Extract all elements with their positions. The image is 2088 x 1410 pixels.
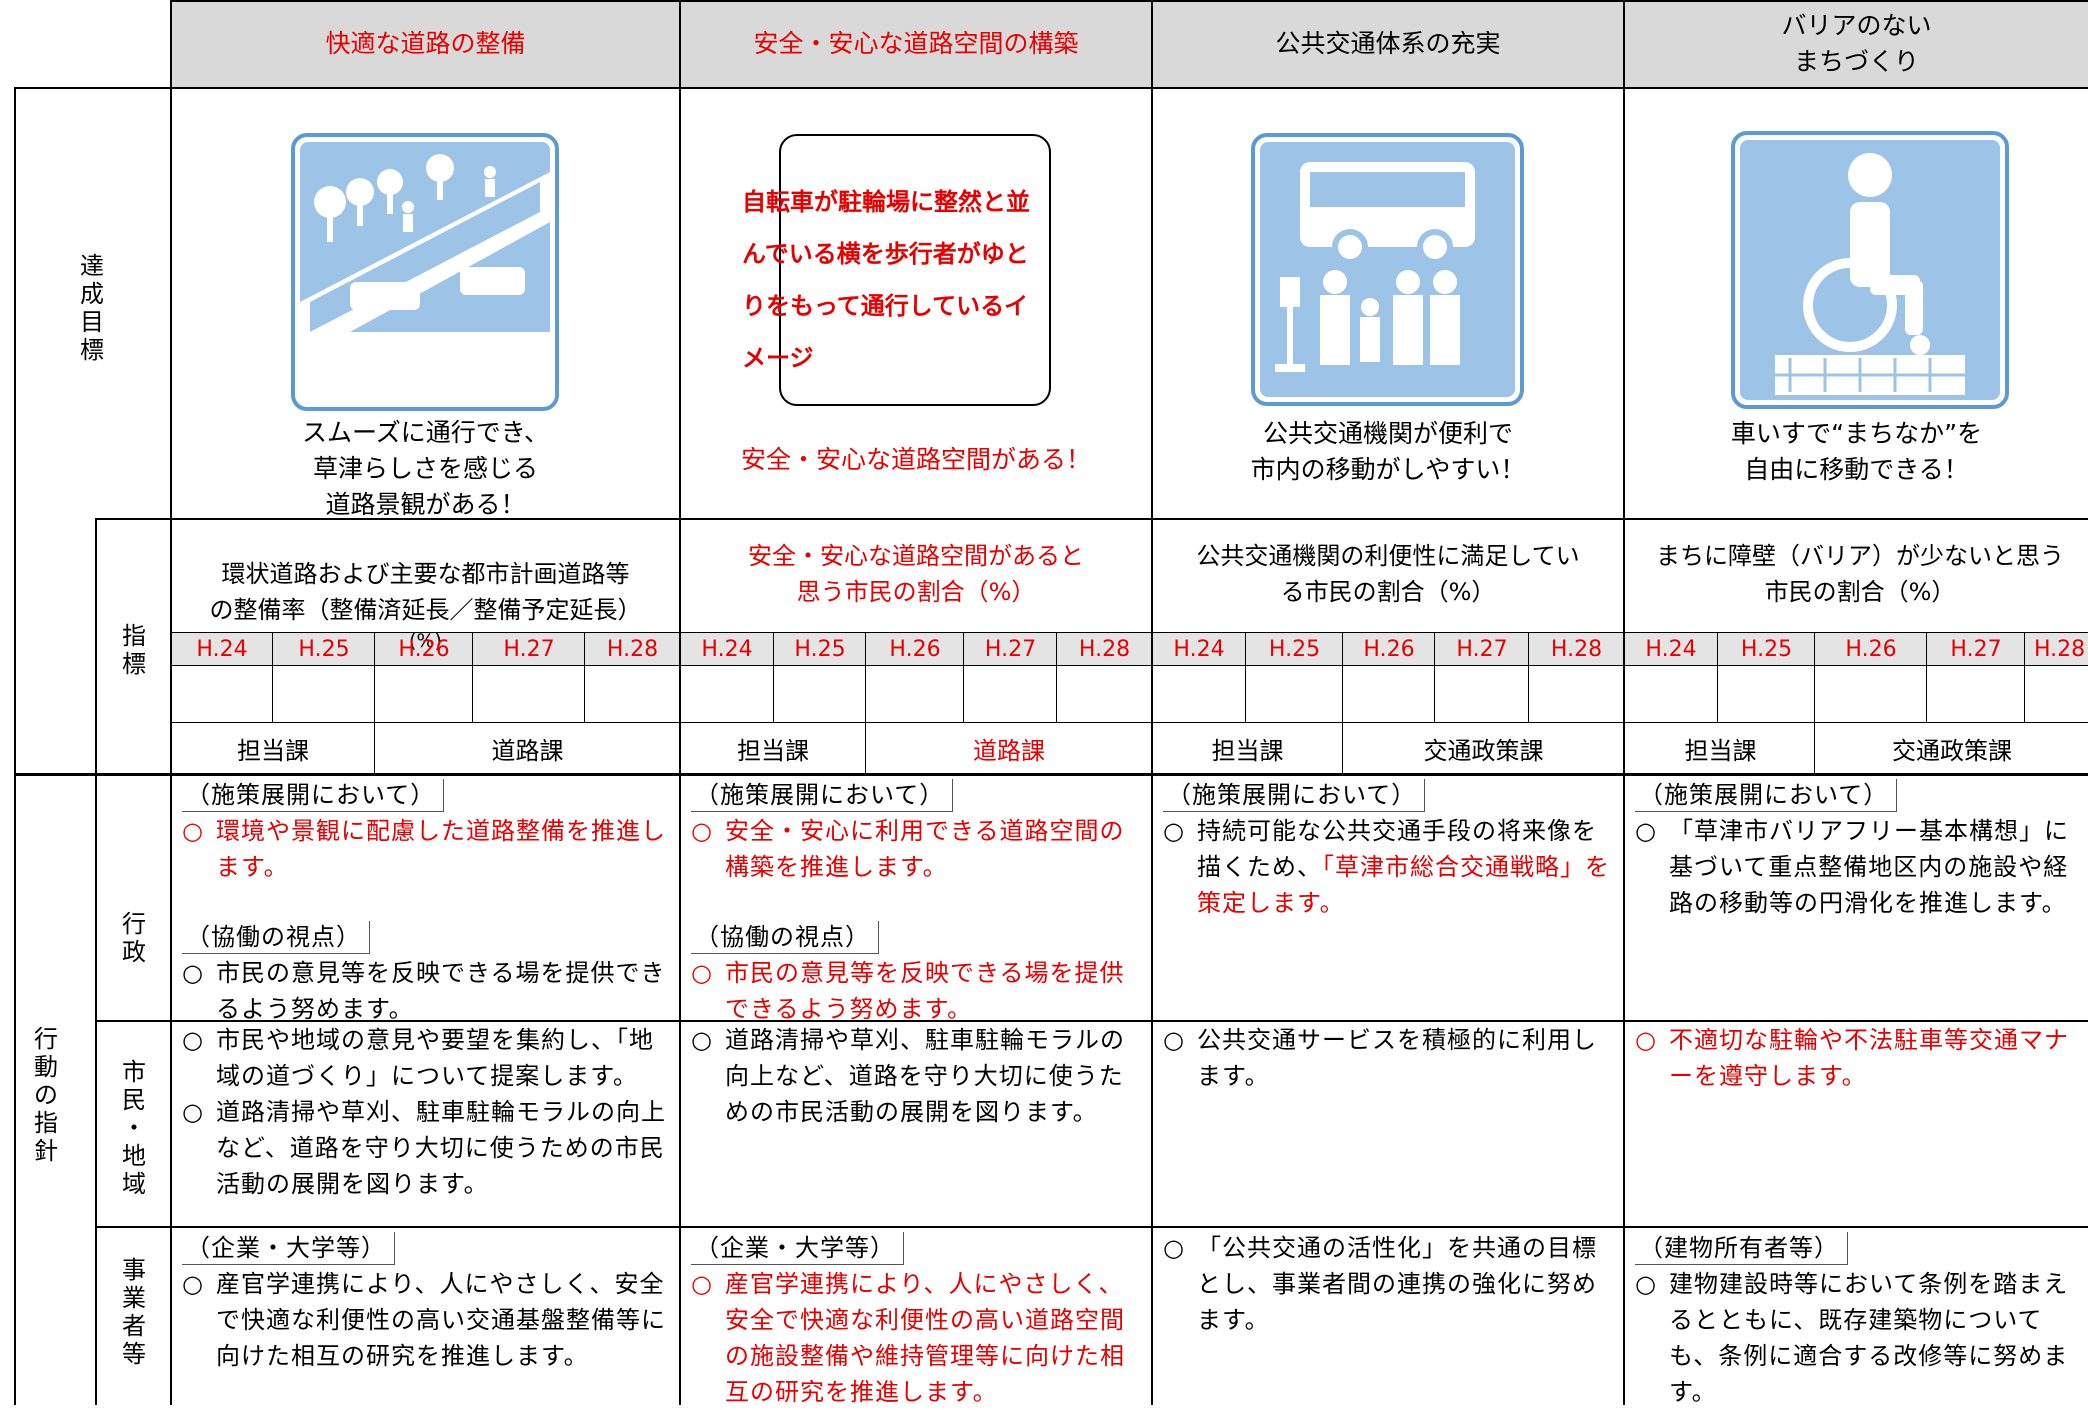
section-tag: （企業・大学等） bbox=[182, 1232, 395, 1265]
header-col-barrierfree: バリアのない まちづくり bbox=[1625, 0, 2088, 88]
list-item: ○不適切な駐輪や不法駐車等交通マナーを遵守します。 bbox=[1635, 1026, 2069, 1090]
goal-caption-barrierfree: 車いすで“まちなか”を 自由に移動できる！ bbox=[1730, 419, 1983, 484]
label-admin: 行 政 bbox=[122, 910, 146, 966]
dept-label: 担当課 bbox=[1211, 736, 1284, 765]
section-tag: （協働の視点） bbox=[182, 921, 370, 954]
indicator-text-road: 環状道路および主要な都市計画道路等 の整備率（整備済延長／整備予定延長）(%) bbox=[172, 520, 679, 690]
year-label: H.28 bbox=[1550, 636, 1603, 662]
dept-road: 道路課 bbox=[491, 736, 564, 765]
citizen-cell-transit: ○公共交通サービスを積極的に利用します。 bbox=[1163, 1022, 1615, 1094]
year-label: H.24 bbox=[701, 636, 753, 662]
section-tag: （施策展開において） bbox=[691, 779, 954, 812]
list-item: ○建物建設時等において条例を踏まえるとともに、既存建築物についても、条例に適合す… bbox=[1635, 1270, 2069, 1406]
header-col-road: 快適な道路の整備 bbox=[172, 0, 679, 88]
year-label: H.28 bbox=[606, 636, 659, 662]
list-item: ○安全・安心に利用できる道路空間の構築を推進します。 bbox=[691, 817, 1125, 881]
year-label: H.25 bbox=[1740, 636, 1793, 662]
admin-cell-safety: （施策展開において） ○安全・安心に利用できる道路空間の構築を推進します。 （協… bbox=[691, 777, 1143, 1027]
list-item: ○公共交通サービスを積極的に利用します。 bbox=[1163, 1026, 1597, 1090]
label-goal: 達 成 目 標 bbox=[80, 252, 104, 364]
dept-transit: 交通政策課 bbox=[1423, 736, 1544, 765]
list-item: ○産官学連携により、人にやさしく、安全で快適な利便性の高い交通基盤整備等に向けた… bbox=[182, 1270, 666, 1370]
goal-caption-road: スムーズに通行でき、 草津らしさを感じる 道路景観がある！ bbox=[301, 418, 549, 519]
indicator-text-transit: 公共交通機関の利便性に満足してい る市民の割合（%） bbox=[1196, 542, 1580, 606]
list-item: ○市民や地域の意見や要望を集約し、「地域の道づくり」について提案します。 bbox=[182, 1026, 654, 1090]
dept-label: 担当課 bbox=[737, 736, 809, 765]
list-item: ○持続可能な公共交通手段の将来像を描くため、「草津市総合交通戦略」を策定します。 bbox=[1163, 817, 1610, 917]
year-label: H.24 bbox=[196, 636, 248, 662]
label-indicator: 指 標 bbox=[122, 622, 146, 678]
section-tag: （施策展開において） bbox=[182, 779, 445, 812]
year-label: H.26 bbox=[398, 636, 450, 662]
road-landscape-icon bbox=[291, 133, 559, 411]
section-tag: （施策展開において） bbox=[1635, 779, 1898, 812]
year-label: H.27 bbox=[1456, 636, 1508, 662]
section-tag: （施策展開において） bbox=[1163, 779, 1426, 812]
label-business: 事 業 者 等 bbox=[122, 1256, 146, 1368]
admin-cell-barrierfree: （施策展開において） ○「草津市バリアフリー基本構想」に基づいて重点整備地区内の… bbox=[1635, 777, 2080, 921]
list-item: ○道路清掃や草刈、駐車駐輪モラルの向上など、道路を守り大切に使うための市民活動の… bbox=[182, 1098, 666, 1198]
list-item: ○「公共交通の活性化」を共通の目標とし、事業者間の連携の強化に努めます。 bbox=[1163, 1234, 1597, 1334]
business-cell-road: （企業・大学等） ○産官学連携により、人にやさしく、安全で快適な利便性の高い交通… bbox=[182, 1230, 667, 1374]
citizen-cell-road: ○市民や地域の意見や要望を集約し、「地域の道づくり」について提案します。 ○道路… bbox=[182, 1022, 667, 1202]
year-label: H.24 bbox=[1645, 636, 1697, 662]
image-placeholder-text: 自転車が駐輪場に整然と並 んでいる横を歩行者がゆと りをもって通行しているイ メ… bbox=[742, 188, 1030, 372]
year-label: H.28 bbox=[1078, 636, 1131, 662]
indicator-unit: (%) bbox=[409, 630, 442, 652]
year-label: H.28 bbox=[2034, 636, 2086, 662]
label-action: 行 動 の 指 針 bbox=[34, 1025, 58, 1165]
list-item: ○「草津市バリアフリー基本構想」に基づいて重点整備地区内の施設や経路の移動等の円… bbox=[1635, 817, 2069, 917]
dept-label: 担当課 bbox=[237, 736, 309, 765]
business-cell-barrierfree: （建物所有者等） ○建物建設時等において条例を踏まえるとともに、既存建築物につい… bbox=[1635, 1230, 2080, 1410]
list-item: ○環境や景観に配慮した道路整備を推進します。 bbox=[182, 817, 666, 881]
dept-safety: 道路課 bbox=[973, 736, 1045, 765]
year-label: H.26 bbox=[1363, 636, 1415, 662]
business-cell-safety: （企業・大学等） ○産官学連携により、人にやさしく、安全で快適な利便性の高い道路… bbox=[691, 1230, 1143, 1410]
year-label: H.25 bbox=[794, 636, 846, 662]
admin-cell-road: （施策展開において） ○環境や景観に配慮した道路整備を推進します。 （協働の視点… bbox=[182, 777, 667, 1027]
image-placeholder bbox=[779, 134, 1051, 406]
business-cell-transit: ○「公共交通の活性化」を共通の目標とし、事業者間の連携の強化に努めます。 bbox=[1163, 1230, 1615, 1338]
goal-caption-safety: 安全・安心な道路空間がある！ bbox=[740, 445, 1091, 474]
citizen-cell-barrierfree: ○不適切な駐輪や不法駐車等交通マナーを遵守します。 bbox=[1635, 1022, 2080, 1094]
year-label: H.27 bbox=[503, 636, 555, 662]
section-tag: （企業・大学等） bbox=[691, 1232, 904, 1265]
dept-label: 担当課 bbox=[1684, 736, 1757, 765]
citizen-cell-safety: ○道路清掃や草刈、駐車駐輪モラルの向上など、道路を守り大切に使うための市民活動の… bbox=[691, 1022, 1143, 1130]
list-item: ○産官学連携により、人にやさしく、安全で快適な利便性の高い道路空間の施設整備や維… bbox=[691, 1270, 1125, 1406]
header-col-transit: 公共交通体系の充実 bbox=[1153, 0, 1623, 88]
indicator-text-safety: 安全・安心な道路空間があると 思う市民の割合（%） bbox=[748, 542, 1084, 606]
bus-stop-icon bbox=[1251, 133, 1524, 406]
year-label: H.24 bbox=[1173, 636, 1225, 662]
header-col-safety: 安全・安心な道路空間の構築 bbox=[681, 0, 1151, 88]
dept-barrierfree: 交通政策課 bbox=[1892, 736, 2012, 765]
year-label: H.27 bbox=[1950, 636, 2002, 662]
goal-caption-transit: 公共交通機関が便利で 市内の移動がしやすい！ bbox=[1250, 419, 1526, 484]
list-item: ○市民の意見等を反映できる場を提供できるよう努めます。 bbox=[182, 959, 666, 1023]
wheelchair-icon bbox=[1731, 131, 2009, 409]
admin-cell-transit: （施策展開において） ○持続可能な公共交通手段の将来像を描くため、「草津市総合交… bbox=[1163, 777, 1615, 921]
section-tag: （建物所有者等） bbox=[1635, 1232, 1848, 1265]
list-item: ○市民の意見等を反映できる場を提供できるよう努めます。 bbox=[691, 959, 1125, 1023]
year-label: H.25 bbox=[298, 636, 350, 662]
label-citizen: 市 民 ・ 地 域 bbox=[122, 1058, 146, 1198]
indicator-text-barrierfree: まちに障壁（バリア）が少ないと思う 市民の割合（%） bbox=[1656, 542, 2064, 606]
list-item: ○道路清掃や草刈、駐車駐輪モラルの向上など、道路を守り大切に使うための市民活動の… bbox=[691, 1026, 1125, 1126]
section-tag: （協働の視点） bbox=[691, 921, 879, 954]
year-label: H.26 bbox=[889, 636, 941, 662]
year-label: H.25 bbox=[1268, 636, 1321, 662]
year-label: H.26 bbox=[1845, 636, 1897, 662]
year-label: H.27 bbox=[984, 636, 1037, 662]
